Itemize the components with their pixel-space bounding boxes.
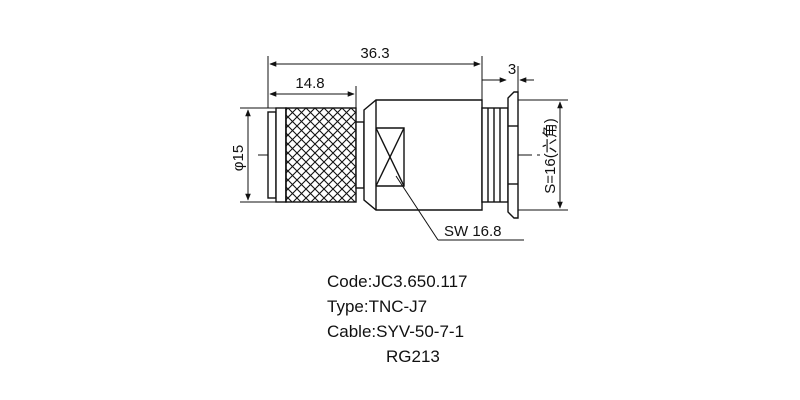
- knurl-length-label: 14.8: [295, 75, 324, 92]
- dimension-diameter: [240, 107, 284, 203]
- wrench-size-label: SW 16.8: [444, 223, 502, 240]
- neck: [355, 121, 365, 189]
- connector-body: [363, 99, 483, 211]
- dimension-knurl-length: [269, 86, 357, 122]
- cable-alt-text: RG213: [386, 347, 440, 366]
- dimension-nut-length: [482, 66, 534, 92]
- dimension-overall-length: [267, 56, 483, 108]
- type-text: Type:TNC-J7: [327, 297, 428, 316]
- cable-text: Cable:SYV-50-7-1: [327, 322, 465, 341]
- rear-nut-and-hex: [481, 91, 519, 219]
- diameter-label: φ15: [230, 145, 247, 171]
- wrench-size-leader: [395, 175, 524, 241]
- knurled-coupling-nut: [267, 107, 357, 203]
- hex-size-label: S=16(六角): [542, 118, 559, 193]
- nut-length-label: 3: [508, 61, 516, 78]
- code-text: Code:JC3.650.117: [327, 272, 468, 291]
- overall-length-label: 36.3: [360, 45, 389, 62]
- dimension-hex-size: [518, 99, 568, 211]
